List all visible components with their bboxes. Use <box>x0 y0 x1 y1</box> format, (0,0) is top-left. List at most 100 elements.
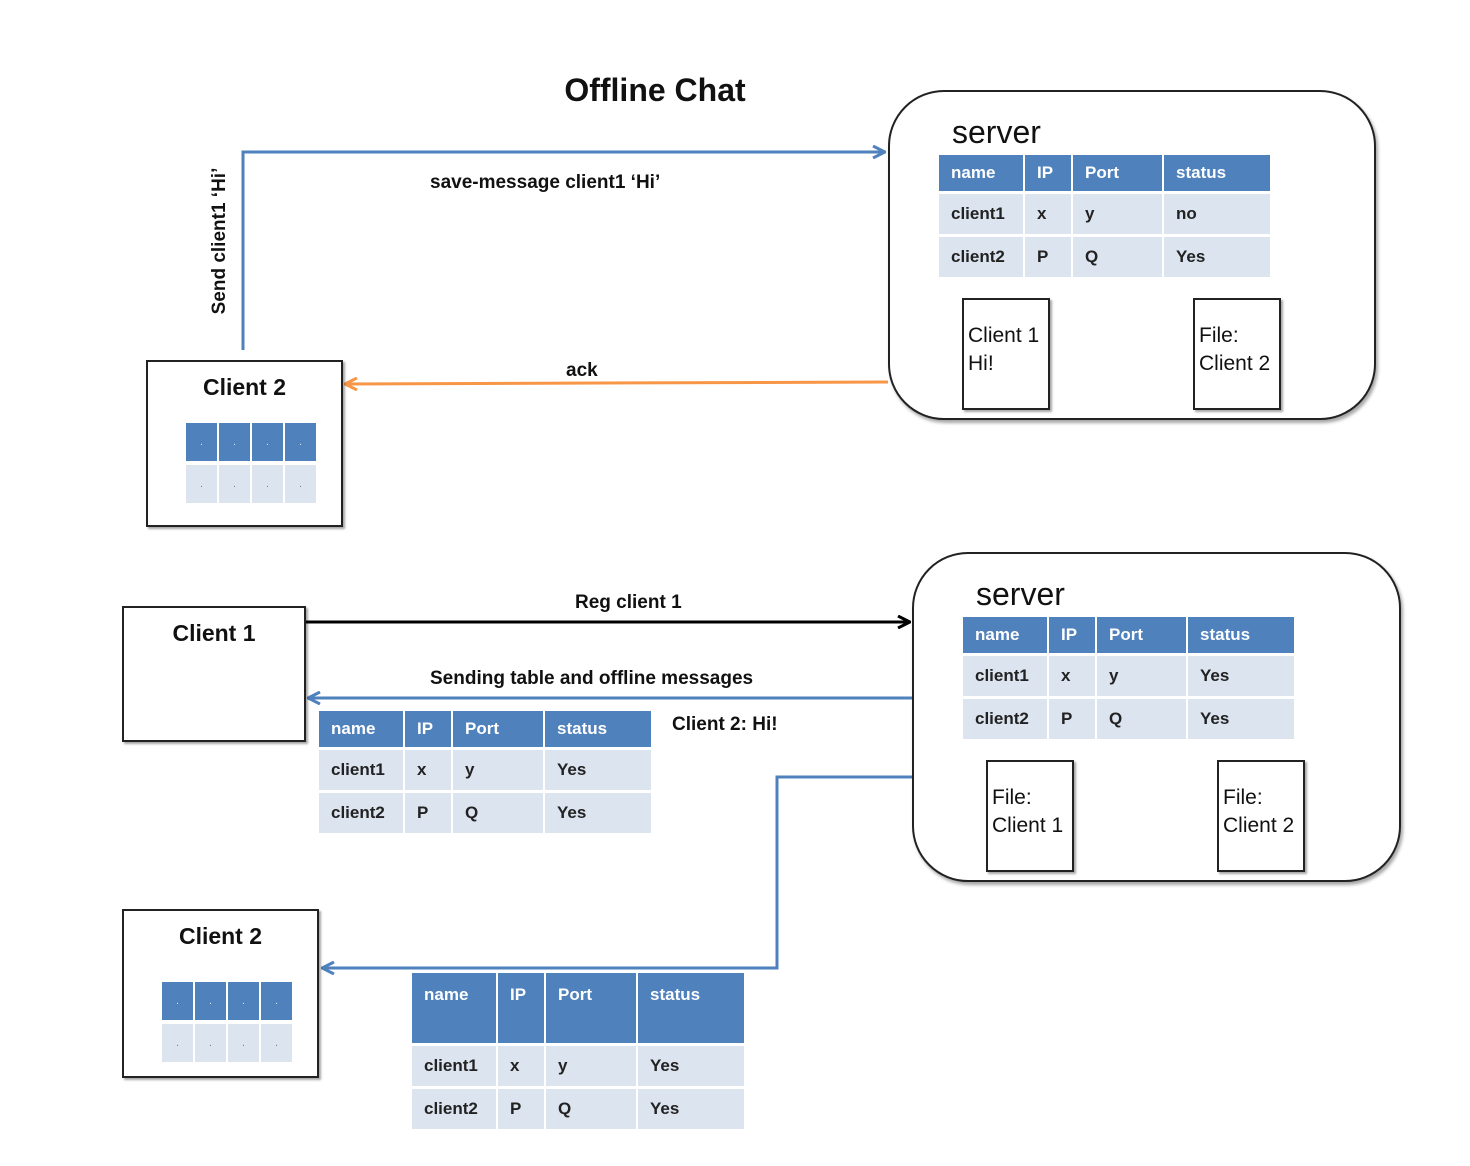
file-line: File: <box>992 786 1032 809</box>
table-cell: client1 <box>939 194 1023 234</box>
sending-table-label: Sending table and offline messages <box>430 668 754 689</box>
mini-cell: . <box>219 465 250 503</box>
mini-cell: . <box>195 1024 226 1062</box>
reg-client1-label: Reg client 1 <box>575 592 682 613</box>
send-client1-hi-label: Send client1 ‘Hi’ <box>209 167 230 315</box>
mini-cell: . <box>285 423 316 461</box>
table-row: client1 x y no <box>939 194 1270 234</box>
bottom-server-box: server name IP Port status client1 x y Y… <box>912 552 1401 882</box>
server-client-table: name IP Port status client1 x y no clien… <box>937 152 1272 280</box>
client2-hi-message-label: Client 2: Hi! <box>672 714 778 735</box>
column-header: name <box>319 711 403 747</box>
file-line: Client 1 <box>968 324 1040 347</box>
table-cell: Yes <box>545 793 651 833</box>
mini-cell: . <box>195 982 226 1020</box>
mini-cell: . <box>228 1024 259 1062</box>
client2-mini-table: . . . . . . . . <box>160 978 294 1066</box>
table-cell: client1 <box>963 656 1047 696</box>
file-line: File: <box>1223 786 1263 809</box>
table-cell: Q <box>1097 699 1186 739</box>
client-title: Client 2 <box>178 923 263 949</box>
table-cell: P <box>498 1089 544 1129</box>
mini-cell: . <box>252 465 283 503</box>
table-cell: client1 <box>319 750 403 790</box>
table-cell: x <box>1025 194 1071 234</box>
top-server-box: server name IP Port status client1 x y n… <box>888 90 1376 420</box>
top-client2-box: Client 2 . . . . . . . . <box>146 360 343 527</box>
column-header: status <box>545 711 651 747</box>
server-file-client2: File: Client 2 <box>1217 760 1305 872</box>
table-cell: client2 <box>963 699 1047 739</box>
client2-received-table: name IP Port status client1 x y Yes clie… <box>410 970 746 1132</box>
table-row: client2 P Q Yes <box>319 793 651 833</box>
mini-cell: . <box>252 423 283 461</box>
column-header: IP <box>405 711 451 747</box>
table-cell: Yes <box>1164 237 1270 277</box>
client-title: Client 2 <box>202 374 287 400</box>
column-header: Port <box>546 973 636 1043</box>
table-cell: y <box>1097 656 1186 696</box>
column-header: IP <box>498 973 544 1043</box>
table-cell: Yes <box>1188 699 1294 739</box>
server-title: server <box>976 576 1065 612</box>
file-line: Client 2 <box>1199 352 1271 375</box>
table-cell: no <box>1164 194 1270 234</box>
column-header: status <box>1188 617 1294 653</box>
file-line: File: <box>1199 324 1239 347</box>
table-cell: client2 <box>319 793 403 833</box>
table-cell: y <box>546 1046 636 1086</box>
column-header: status <box>638 973 744 1043</box>
table-cell: P <box>405 793 451 833</box>
column-header: status <box>1164 155 1270 191</box>
client1-received-table: name IP Port status client1 x y Yes clie… <box>317 708 653 836</box>
diagram-title: Offline Chat <box>564 72 746 108</box>
table-row: client1 x y Yes <box>319 750 651 790</box>
table-cell: Yes <box>638 1046 744 1086</box>
bottom-client1-box: Client 1 <box>122 606 306 742</box>
column-header: name <box>963 617 1047 653</box>
table-cell: x <box>1049 656 1095 696</box>
table-cell: Yes <box>1188 656 1294 696</box>
table-cell: client2 <box>939 237 1023 277</box>
table-cell: y <box>1073 194 1162 234</box>
column-header: IP <box>1049 617 1095 653</box>
client2-mini-table: . . . . . . . . <box>184 419 318 507</box>
server-file-client1: File: Client 1 <box>986 760 1074 872</box>
table-row: client1 x y Yes <box>412 1046 744 1086</box>
file-line: Client 2 <box>1223 814 1295 837</box>
ack-arrow <box>346 382 889 384</box>
table-cell: P <box>1025 237 1071 277</box>
send-save-message-arrow <box>241 152 884 350</box>
mini-cell: . <box>228 982 259 1020</box>
table-cell: Q <box>1073 237 1162 277</box>
table-row: client2 P Q Yes <box>412 1089 744 1129</box>
mini-cell: . <box>162 1024 193 1062</box>
table-cell: x <box>498 1046 544 1086</box>
table-cell: Q <box>453 793 543 833</box>
column-header: Port <box>1073 155 1162 191</box>
table-cell: P <box>1049 699 1095 739</box>
mini-cell: . <box>261 982 292 1020</box>
client-title: Client 1 <box>172 620 256 646</box>
column-header: name <box>412 973 496 1043</box>
file-line: Client 1 <box>992 814 1064 837</box>
table-cell: Yes <box>638 1089 744 1129</box>
bottom-client2-box: Client 2 . . . . . . . . <box>122 909 319 1078</box>
column-header: name <box>939 155 1023 191</box>
server-client-table: name IP Port status client1 x y Yes clie… <box>961 614 1296 742</box>
save-message-label: save-message client1 ‘Hi’ <box>430 172 661 193</box>
mini-cell: . <box>261 1024 292 1062</box>
mini-cell: . <box>186 423 217 461</box>
table-cell: x <box>405 750 451 790</box>
server-file-client1: Client 1 Hi! <box>962 298 1050 410</box>
forward-to-client2-arrow <box>323 775 912 968</box>
table-cell: client2 <box>412 1089 496 1129</box>
table-cell: y <box>453 750 543 790</box>
file-line: Hi! <box>968 352 994 375</box>
mini-cell: . <box>186 465 217 503</box>
ack-label: ack <box>566 360 598 381</box>
column-header: Port <box>453 711 543 747</box>
table-cell: Q <box>546 1089 636 1129</box>
